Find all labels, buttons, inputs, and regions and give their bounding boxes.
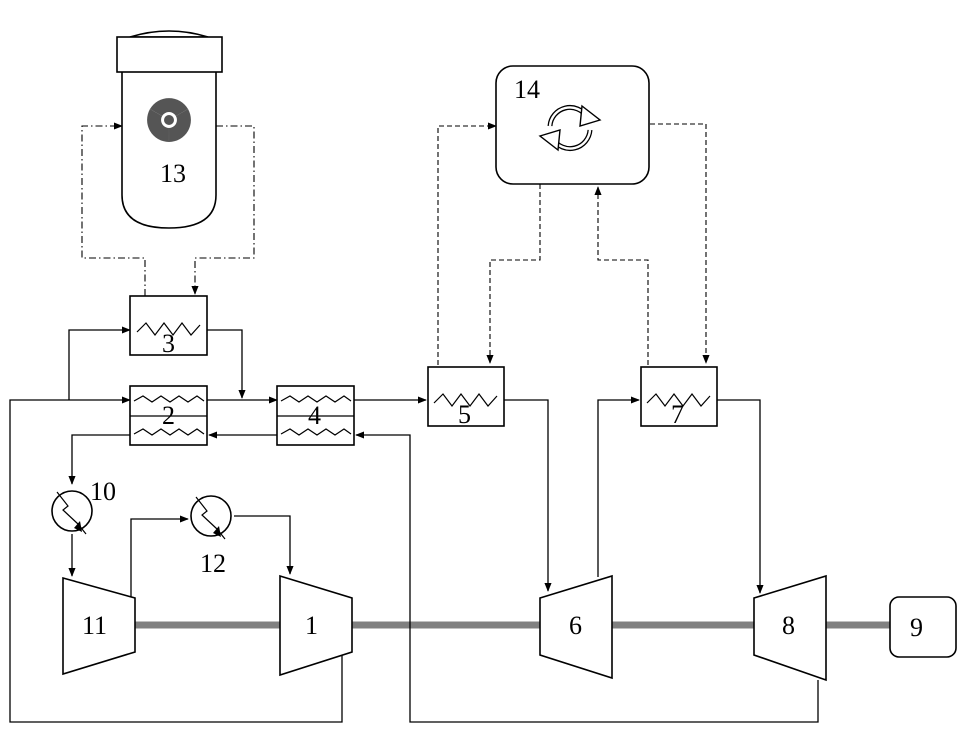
compressor-11: 11: [62, 576, 136, 676]
radiation-icon: [147, 98, 191, 142]
control-loops: [437, 122, 710, 365]
generator-9: 9: [889, 596, 957, 658]
cooler-12-label: 12: [200, 549, 226, 578]
heat-exchanger-2: 2: [129, 385, 208, 446]
hx-2-label: 2: [162, 401, 175, 430]
turbine-8: 8: [753, 574, 827, 682]
heat-exchanger-7: 7: [640, 366, 718, 429]
reactor-loop: [81, 122, 255, 296]
compressor-11-label: 11: [82, 611, 107, 640]
turbine-6: 6: [539, 574, 613, 680]
reactor-label: 13: [160, 159, 186, 188]
hx-4-label: 4: [308, 401, 321, 430]
heat-exchanger-5: 5: [427, 366, 505, 429]
heat-exchanger-4: 4: [276, 385, 355, 446]
compressor-1: 1: [279, 574, 353, 677]
reactor-13: 13: [116, 30, 223, 229]
hx-5-label: 5: [458, 400, 471, 429]
turbine-8-label: 8: [782, 611, 795, 640]
cycle-arrows-icon: [538, 104, 602, 152]
controller-14: 14: [495, 65, 650, 185]
generator-label: 9: [910, 613, 923, 642]
cooler-10: 10: [51, 477, 116, 535]
heat-exchanger-3: 3: [129, 295, 208, 358]
cooler-10-label: 10: [90, 477, 116, 506]
hx-3-label: 3: [162, 329, 175, 358]
controller-label: 14: [514, 75, 540, 104]
turbine-6-label: 6: [569, 611, 582, 640]
cooler-12: 12: [190, 495, 232, 578]
hx-7-label: 7: [671, 400, 684, 429]
process-piping: [9, 326, 819, 723]
compressor-1-label: 1: [305, 611, 318, 640]
